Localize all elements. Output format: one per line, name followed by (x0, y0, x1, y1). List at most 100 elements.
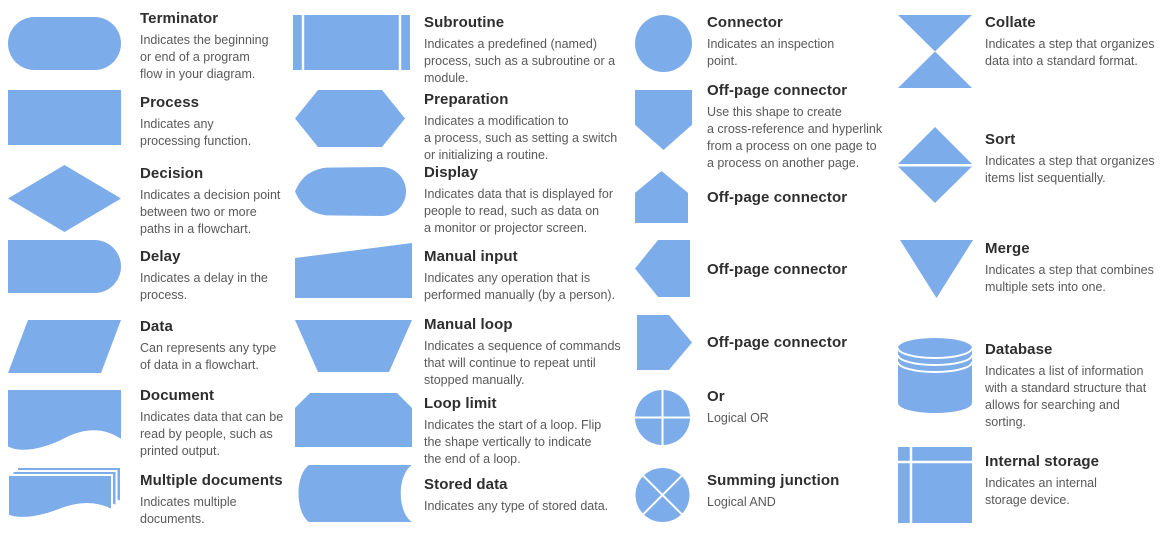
legend-item-text: Off-page connector (707, 188, 922, 208)
multiple-documents-shape-icon (8, 467, 121, 523)
legend-item-text: Data Can represents any type of data in … (140, 317, 330, 374)
shape-title: Multiple documents (140, 472, 283, 489)
legend-item-text: Off-page connector (707, 333, 922, 353)
shape-description: Logical AND (707, 495, 776, 509)
shape-description: Use this shape to create a cross-referen… (707, 105, 883, 170)
legend-item-text: Internal storage Indicates an internal s… (985, 452, 1162, 509)
shape-title: Document (140, 387, 215, 404)
shape-title: Display (424, 164, 479, 181)
document-shape-icon (8, 390, 121, 454)
connector-shape-icon (635, 15, 692, 72)
shape-title: Off-page connector (707, 189, 848, 206)
shape-description: Indicates a step that organizes items li… (985, 154, 1155, 185)
shape-description: Indicates data that can be read by peopl… (140, 410, 284, 458)
shape-title: Terminator (140, 10, 219, 27)
off-page-connector-down-shape-icon (635, 90, 692, 150)
shape-title: Off-page connector (707, 334, 848, 351)
legend-item-text: Process Indicates any processing functio… (140, 93, 330, 150)
shape-description: Logical OR (707, 411, 769, 425)
shape-title: Preparation (424, 91, 509, 108)
summing-junction-shape-icon (635, 468, 690, 522)
shape-description: Indicates a list of information with a s… (985, 364, 1147, 429)
legend-item-text: Preparation Indicates a modification to … (424, 90, 674, 164)
shape-title: Subroutine (424, 14, 505, 31)
legend-item-text: Stored data Indicates any type of stored… (424, 475, 674, 515)
legend-item-text: Database Indicates a list of information… (985, 340, 1162, 431)
terminator-shape-icon (8, 17, 121, 70)
shape-description: Can represents any type of data in a flo… (140, 341, 277, 372)
legend-item-text: Connector Indicates an inspection point. (707, 13, 917, 70)
legend-item-text: Sort Indicates a step that organizes ite… (985, 130, 1162, 187)
legend-item-text: Off-page connector Use this shape to cre… (707, 81, 922, 172)
legend-item-text: Off-page connector (707, 260, 922, 280)
shape-description: Indicates an inspection point. (707, 37, 835, 68)
shape-title: Summing junction (707, 472, 840, 489)
shape-title: Merge (985, 240, 1030, 257)
legend-item-text: Collate Indicates a step that organizes … (985, 13, 1162, 70)
preparation-shape-icon (295, 90, 405, 147)
shape-description: Indicates multiple documents. (140, 495, 237, 526)
shape-description: Indicates the beginning or end of a prog… (140, 33, 269, 81)
off-page-connector-up-shape-icon (635, 171, 688, 223)
process-shape-icon (8, 90, 121, 145)
shape-title: Manual loop (424, 316, 513, 333)
legend-item-text: Loop limit Indicates the start of a loop… (424, 394, 674, 468)
legend-item-text: Delay Indicates a delay in the process. (140, 247, 330, 304)
legend-item-text: Merge Indicates a step that combines mul… (985, 239, 1162, 296)
or-shape-icon (635, 390, 690, 445)
legend-item-text: Manual input Indicates any operation tha… (424, 247, 674, 304)
legend-item-text: Or Logical OR (707, 387, 917, 427)
shape-description: Indicates data that is displayed for peo… (424, 187, 614, 235)
decision-shape-icon (8, 165, 121, 232)
shape-title: Or (707, 388, 725, 405)
shape-title: Internal storage (985, 453, 1100, 470)
shape-title: Collate (985, 14, 1036, 31)
delay-shape-icon (8, 240, 121, 293)
shape-description: Indicates a modification to a process, s… (424, 114, 618, 162)
shape-title: Process (140, 94, 200, 111)
legend-item-text: Summing junction Logical AND (707, 471, 917, 511)
database-shape-icon (898, 338, 972, 413)
shape-description: Indicates a predefined (named) process, … (424, 37, 616, 85)
subroutine-shape-icon (293, 15, 410, 70)
legend-item-text: Display Indicates data that is displayed… (424, 163, 674, 237)
shape-title: Manual input (424, 248, 518, 265)
shape-description: Indicates a sequence of commands that wi… (424, 339, 621, 387)
manual-loop-shape-icon (295, 320, 412, 372)
collate-shape-icon (898, 15, 972, 88)
shape-description: Indicates the start of a loop. Flip the … (424, 418, 602, 466)
shape-title: Data (140, 318, 173, 335)
shape-title: Delay (140, 248, 181, 265)
shape-description: Indicates any type of stored data. (424, 499, 609, 513)
data-shape-icon (8, 320, 121, 373)
shape-description: Indicates a delay in the process. (140, 271, 268, 302)
off-page-connector-left-shape-icon (635, 240, 690, 297)
shape-title: Sort (985, 131, 1016, 148)
internal-storage-shape-icon (898, 447, 972, 523)
display-shape-icon (293, 165, 408, 218)
loop-limit-shape-icon (295, 393, 412, 447)
legend-item-text: Multiple documents Indicates multiple do… (140, 471, 335, 528)
shape-title: Database (985, 341, 1053, 358)
legend-item-text: Terminator Indicates the beginning or en… (140, 9, 330, 83)
stored-data-shape-icon (295, 465, 412, 522)
legend-item-text: Decision Indicates a decision point betw… (140, 164, 330, 238)
off-page-connector-right-shape-icon (637, 315, 692, 370)
shape-description: Indicates an internal storage device. (985, 476, 1097, 507)
shape-description: Indicates a step that organizes data int… (985, 37, 1155, 68)
shape-description: Indicates a decision point between two o… (140, 188, 281, 236)
merge-shape-icon (900, 240, 973, 298)
shape-description: Indicates a step that combines multiple … (985, 263, 1154, 294)
shape-title: Off-page connector (707, 261, 848, 278)
shape-description: Indicates any processing function. (140, 117, 252, 148)
shape-description: Indicates any operation that is performe… (424, 271, 616, 302)
shape-title: Decision (140, 165, 204, 182)
sort-shape-icon (898, 127, 972, 203)
legend-item-text: Document Indicates data that can be read… (140, 386, 330, 460)
legend-item-text: Manual loop Indicates a sequence of comm… (424, 315, 674, 389)
manual-input-shape-icon (295, 243, 412, 298)
shape-title: Loop limit (424, 395, 497, 412)
legend-item-text: Subroutine Indicates a predefined (named… (424, 13, 674, 87)
shape-title: Off-page connector (707, 82, 848, 99)
